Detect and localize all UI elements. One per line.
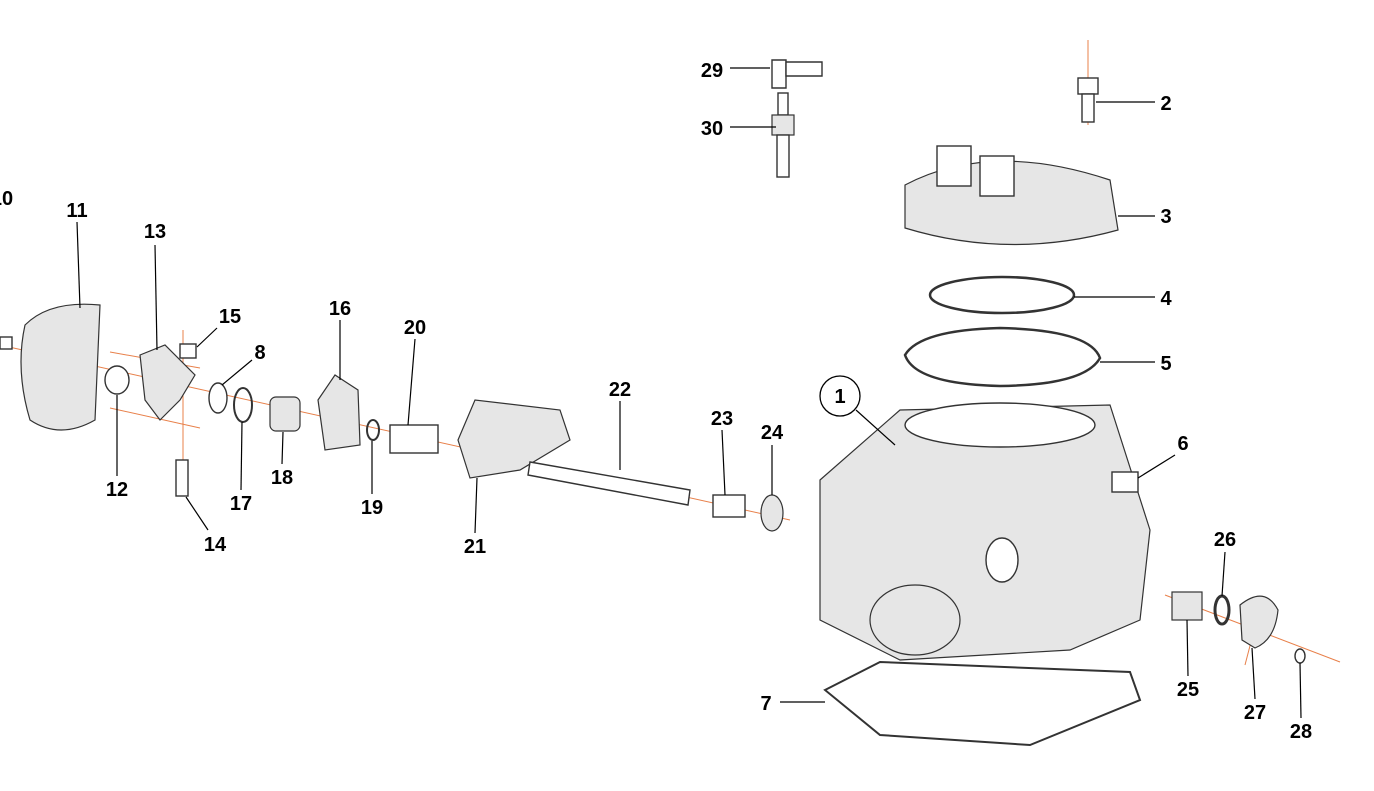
label-4: 4 (1160, 288, 1172, 310)
part-spark-cap (771, 59, 823, 89)
part-cap-27 (1239, 595, 1279, 649)
label-11: 11 (66, 200, 87, 222)
part-labels: 1 2 3 4 5 6 7 8 10 11 12 13 14 15 16 17 … (0, 60, 1312, 743)
label-8: 8 (254, 342, 265, 364)
label-21: 21 (464, 536, 486, 558)
label-1: 1 (834, 386, 845, 408)
label-12: 12 (106, 479, 128, 501)
label-13: 13 (144, 221, 166, 243)
part-spark-plug (771, 92, 795, 178)
label-26: 26 (1214, 529, 1236, 551)
label-19: 19 (361, 497, 383, 519)
label-28: 28 (1290, 721, 1312, 743)
part-sleeve-20 (389, 424, 439, 454)
part-oring-19 (366, 419, 380, 441)
label-15: 15 (219, 306, 241, 328)
part-head-gasket-5 (903, 326, 1102, 388)
part-cylinder (819, 402, 1151, 661)
part-screw-10 (0, 336, 13, 350)
part-circlip-17 (233, 387, 253, 423)
callout-circle-1 (819, 375, 861, 417)
label-22: 22 (609, 379, 631, 401)
label-3: 3 (1160, 206, 1171, 228)
leader-lines (76, 67, 1302, 719)
label-16: 16 (329, 298, 351, 320)
label-30: 30 (701, 118, 723, 140)
label-2: 2 (1160, 93, 1171, 115)
part-lever-13 (139, 344, 196, 421)
part-valve-21 (457, 399, 571, 479)
label-5: 5 (1160, 353, 1171, 375)
label-18: 18 (271, 467, 293, 489)
part-seal-26 (1213, 594, 1231, 626)
part-bolt-14 (175, 459, 189, 497)
label-17: 17 (230, 493, 252, 515)
part-bush-15 (179, 343, 197, 359)
label-27: 27 (1244, 702, 1266, 724)
part-oring-4 (928, 275, 1076, 315)
part-seal-24 (760, 494, 784, 532)
part-washer-28 (1294, 648, 1306, 664)
part-washer-12 (104, 365, 130, 395)
part-bolt-2 (1077, 77, 1099, 123)
label-6: 6 (1177, 433, 1188, 455)
part-cover-11 (20, 303, 101, 431)
label-29: 29 (701, 60, 723, 82)
label-14: 14 (204, 534, 227, 556)
part-bush-23 (712, 494, 746, 518)
part-flange-16 (317, 374, 361, 451)
label-20: 20 (404, 317, 426, 339)
part-spring-8 (208, 382, 228, 414)
part-bush-25 (1171, 591, 1203, 621)
label-10: 10 (0, 188, 13, 210)
part-cylinder-head (904, 145, 1119, 246)
part-shaft-22 (527, 461, 691, 506)
label-25: 25 (1177, 679, 1199, 701)
label-24: 24 (761, 422, 784, 444)
label-23: 23 (711, 408, 733, 430)
label-7: 7 (760, 693, 771, 715)
part-base-gasket-7 (823, 660, 1142, 747)
part-bearing-18 (269, 396, 301, 432)
part-nut-6 (1111, 471, 1139, 493)
